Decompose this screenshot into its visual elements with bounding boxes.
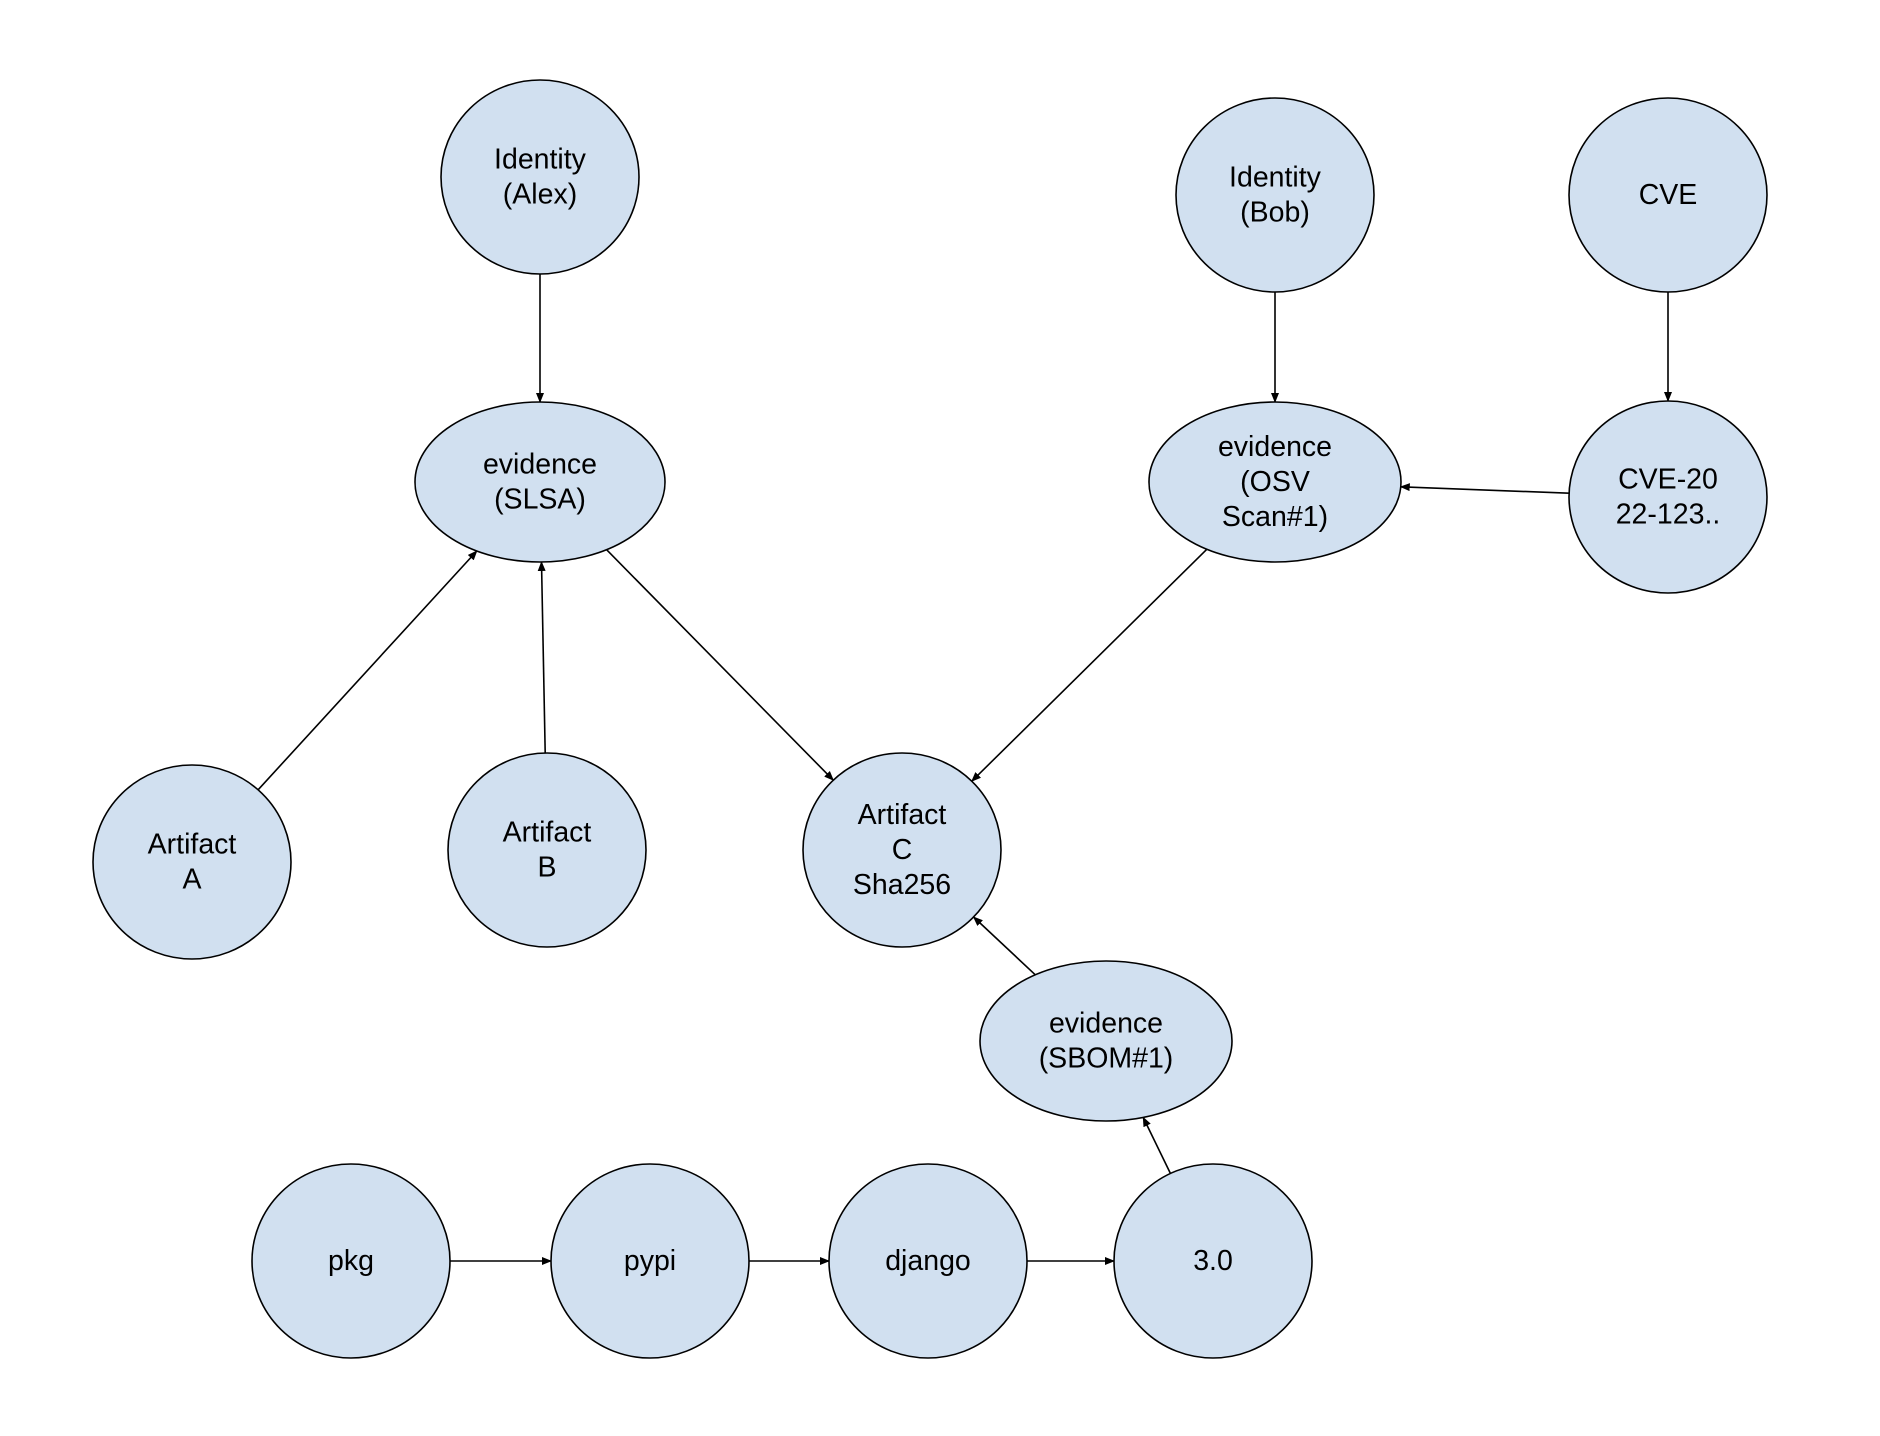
node-shape-artifact-b xyxy=(447,752,647,948)
node-pypi: pypi xyxy=(550,1163,750,1359)
node-label-identity-bob-line-2: (Bob) xyxy=(1240,197,1310,229)
edge-version-3-0-to-evidence-sbom xyxy=(1142,1116,1172,1174)
node-shape-evidence-slsa xyxy=(414,401,666,563)
node-evidence-slsa: evidence(SLSA) xyxy=(414,401,666,563)
nodes-layer: Identity(Alex)evidence(SLSA)Identity(Bob… xyxy=(92,79,1768,1359)
edge-evidence-sbom-to-artifact-c xyxy=(972,916,1036,976)
node-shape-pypi xyxy=(550,1163,750,1359)
node-pkg: pkg xyxy=(251,1163,451,1359)
node-shape-version-3-0 xyxy=(1113,1163,1313,1359)
node-label-evidence-osv-line-3: Scan#1) xyxy=(1222,501,1328,533)
node-label-identity-bob-line-1: Identity xyxy=(1229,162,1322,194)
node-version-3-0: 3.0 xyxy=(1113,1163,1313,1359)
node-evidence-sbom: evidence(SBOM#1) xyxy=(979,960,1233,1122)
node-label-artifact-a-line-2: A xyxy=(182,864,201,896)
node-label-artifact-c-line-2: C xyxy=(892,834,913,866)
edge-artifact-a-to-evidence-slsa xyxy=(257,550,478,791)
node-shape-identity-bob xyxy=(1175,97,1375,293)
node-label-evidence-sbom-line-1: evidence xyxy=(1049,1008,1163,1040)
node-label-version-3-0-line-1: 3.0 xyxy=(1193,1245,1233,1277)
edge-evidence-slsa-to-artifact-c xyxy=(606,549,835,781)
node-django: django xyxy=(828,1163,1028,1359)
node-label-evidence-osv-line-1: evidence xyxy=(1218,431,1332,463)
node-label-cve-2022-line-2: 22-123.. xyxy=(1616,499,1721,531)
node-shape-cve-2022 xyxy=(1568,400,1768,594)
node-shape-evidence-sbom xyxy=(979,960,1233,1122)
node-label-evidence-osv-line-2: (OSV xyxy=(1240,466,1310,498)
node-shape-django xyxy=(828,1163,1028,1359)
node-label-evidence-slsa-line-2: (SLSA) xyxy=(494,484,586,516)
node-label-cve-2022-line-1: CVE-20 xyxy=(1618,464,1718,496)
edges-layer xyxy=(257,274,1672,1265)
node-label-evidence-slsa-line-1: evidence xyxy=(483,449,597,481)
node-identity-alex: Identity(Alex) xyxy=(440,79,640,275)
node-label-evidence-sbom-line-2: (SBOM#1) xyxy=(1039,1043,1174,1075)
node-label-cve-line-1: CVE xyxy=(1639,179,1698,211)
node-label-artifact-a-line-1: Artifact xyxy=(148,829,237,861)
node-shape-artifact-c xyxy=(802,752,1002,948)
node-shape-pkg xyxy=(251,1163,451,1359)
node-cve: CVE xyxy=(1568,97,1768,293)
edge-cve-2022-to-evidence-osv xyxy=(1399,483,1570,494)
node-label-django-line-1: django xyxy=(885,1245,971,1277)
node-label-identity-alex-line-2: (Alex) xyxy=(503,179,577,211)
node-label-pkg-line-1: pkg xyxy=(328,1245,374,1277)
node-shape-artifact-a xyxy=(92,764,292,960)
node-label-artifact-c-line-3: Sha256 xyxy=(853,869,951,901)
node-identity-bob: Identity(Bob) xyxy=(1175,97,1375,293)
node-shape-cve xyxy=(1568,97,1768,293)
edge-evidence-osv-to-artifact-c xyxy=(971,548,1208,782)
edge-artifact-b-to-evidence-slsa xyxy=(537,561,546,754)
node-shape-identity-alex xyxy=(440,79,640,275)
node-label-artifact-b-line-1: Artifact xyxy=(503,817,592,849)
node-label-identity-alex-line-1: Identity xyxy=(494,144,587,176)
node-shape-evidence-osv xyxy=(1148,401,1402,563)
node-label-pypi-line-1: pypi xyxy=(624,1245,676,1277)
node-label-artifact-b-line-2: B xyxy=(537,852,556,884)
node-label-artifact-c-line-1: Artifact xyxy=(858,799,947,831)
